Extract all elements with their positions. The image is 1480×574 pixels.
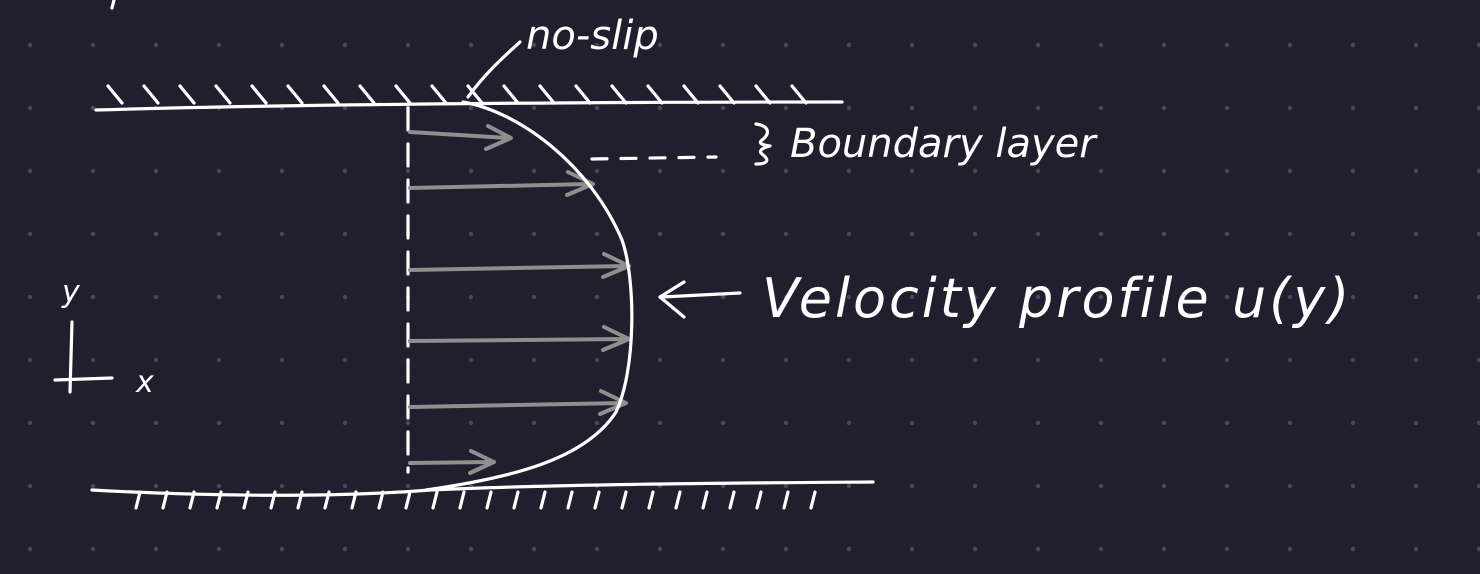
velocity-profile-label: Velocity profile u(y): [762, 267, 1352, 330]
boundary-layer-label: Boundary layer: [790, 121, 1098, 167]
axis-y-label: y: [61, 275, 81, 310]
velocity-profile-annotation: Velocity profile u(y): [658, 267, 1352, 330]
top-wall: [94, 84, 844, 112]
boundary-layer-brace: [754, 122, 772, 166]
boundary-layer-dashed-line: [590, 155, 718, 161]
velocity-arrow: [408, 449, 496, 475]
no-slip-annotation: no-slip: [466, 13, 659, 99]
velocity-arrow: [408, 325, 631, 352]
velocity-arrow: [408, 170, 595, 197]
y-axis-line: [68, 320, 74, 394]
bottom-wall-hatching: [134, 490, 817, 510]
axis-x-label: x: [135, 365, 154, 400]
x-axis-line: [53, 376, 114, 382]
velocity-arrow: [408, 389, 628, 416]
stray-mark: [110, 0, 116, 10]
boundary-layer-annotation: Boundary layer: [590, 121, 1098, 167]
no-slip-label: no-slip: [526, 13, 659, 59]
velocity-profile-pointer-arrow: [658, 280, 742, 319]
velocity-arrow: [408, 124, 513, 151]
velocity-arrows: [408, 124, 631, 475]
velocity-profile-curve: [424, 100, 634, 492]
no-slip-leader-line: [466, 40, 522, 99]
coordinate-axes: y x: [53, 275, 154, 400]
top-wall-hatching: [106, 84, 808, 105]
